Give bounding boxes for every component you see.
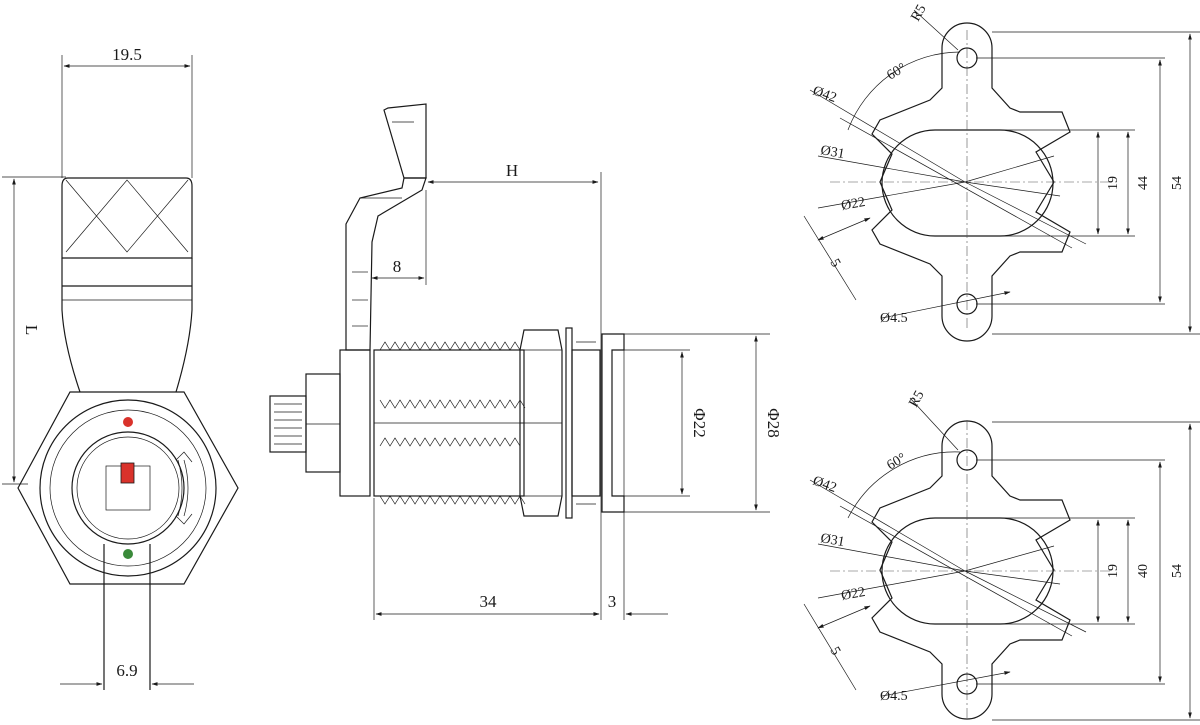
top-r5-label: R5 (908, 2, 929, 24)
bottom-flat-label: 19 (1106, 564, 1121, 578)
length-dimension-label: L (22, 325, 41, 335)
top-total-label: 54 (1170, 176, 1185, 190)
bottom-d42-label: Ø42 (811, 474, 839, 496)
bottom-width5-label: 5 (827, 645, 843, 659)
mount-cutout-top: 60° R5 Ø42 Ø31 Ø22 5 Ø4.5 19 44 54 (803, 2, 1200, 342)
bottom-r5-label: R5 (906, 388, 927, 410)
flange-thickness-label: 3 (608, 592, 617, 611)
side-view: 8 H (269, 103, 783, 620)
rotation-arrow-icon (175, 451, 193, 525)
body-length-label: 34 (480, 592, 498, 611)
front-view: 19.5 L (2, 45, 239, 690)
green-indicator-dot (123, 549, 133, 559)
bottom-angle-label: 60° (885, 451, 909, 474)
top-hole-label: Ø4.5 (880, 311, 908, 326)
red-indicator-dot (123, 417, 133, 427)
red-key-mark (120, 462, 135, 484)
bottom-d22-label: Ø22 (840, 585, 866, 604)
top-flat-label: 19 (1106, 176, 1121, 190)
width-dimension-label: 19.5 (112, 45, 142, 64)
top-width5-label: 5 (827, 257, 843, 271)
bottom-total-label: 54 (1170, 564, 1185, 578)
top-d22-label: Ø22 (840, 195, 866, 214)
top-d42-label: Ø42 (811, 84, 839, 106)
h-dimension-label: H (506, 161, 518, 180)
thread-diameter-label: Φ22 (690, 408, 709, 437)
thread-top (379, 341, 526, 409)
bottom-mid-label: 40 (1136, 564, 1151, 578)
flange-diameter-label: Φ28 (764, 408, 783, 437)
mount-cutout-bottom: 60° R5 Ø42 Ø31 Ø22 5 Ø4.5 19 40 54 (803, 388, 1200, 721)
cam-offset-label: 8 (393, 257, 402, 276)
top-d31-label: Ø31 (819, 143, 845, 162)
bottom-hole-label: Ø4.5 (880, 689, 908, 704)
thread-bottom (379, 437, 526, 505)
bottom-d31-label: Ø31 (819, 531, 845, 550)
top-mid-label: 44 (1136, 176, 1151, 190)
top-angle-label: 60° (885, 61, 909, 84)
slot-dimension-label: 6.9 (116, 661, 137, 680)
